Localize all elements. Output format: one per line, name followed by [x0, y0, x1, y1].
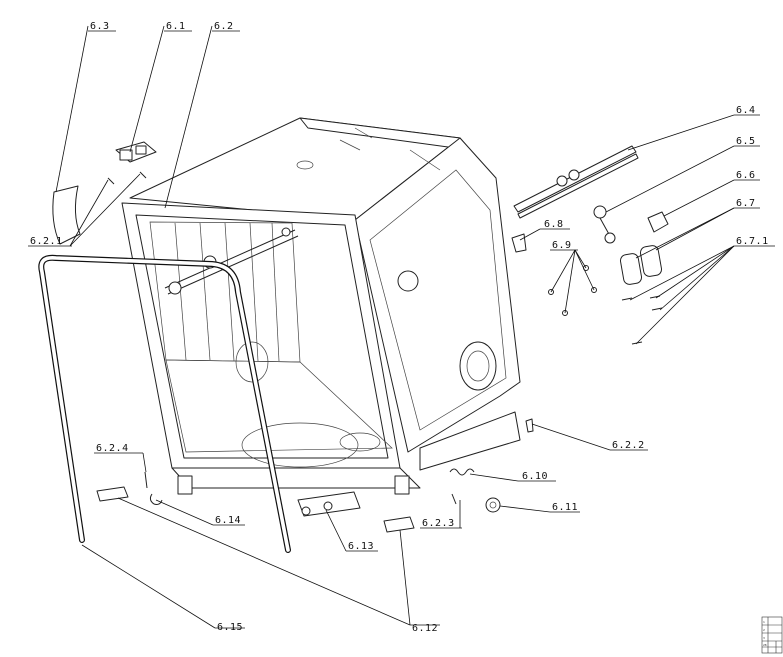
part-rail-6-4	[513, 145, 639, 219]
part-lock-6-1	[115, 141, 157, 163]
label-6-2-4: 6.2.4	[96, 443, 129, 454]
label-6-2-1: 6.2.1	[30, 236, 63, 247]
screw-6-2-1-a	[107, 177, 115, 185]
label-6-9: 6.9	[552, 240, 572, 251]
label-6-5: 6.5	[736, 136, 756, 147]
label-6-8: 6.8	[544, 219, 564, 230]
label-6-11: 6.11	[552, 502, 578, 513]
label-6-3: 6.3	[90, 21, 110, 32]
door-gasket	[38, 254, 291, 553]
screw-6-2-3	[451, 493, 457, 505]
nut-6-11	[485, 497, 501, 513]
title-block-row-1: 1	[763, 620, 765, 624]
title-block-row-4: 28	[763, 643, 767, 647]
part-labels: 6.3 6.1 6.2 6.2.1 6.4 6.5 6.6 6.7 6.7.1 …	[28, 21, 775, 634]
label-6-7: 6.7	[736, 198, 756, 209]
label-6-1: 6.1	[166, 21, 186, 32]
label-6-10: 6.10	[522, 471, 548, 482]
screw-6-2-1-b	[139, 171, 147, 179]
label-6-15: 6.15	[217, 622, 243, 633]
spring-6-10	[449, 468, 475, 476]
label-6-7-1: 6.7.1	[736, 236, 769, 247]
label-6-14: 6.14	[215, 515, 241, 526]
part-bracket-6-8	[511, 233, 527, 253]
part-cover-6-3	[52, 185, 81, 245]
title-block-row-3: 3	[763, 636, 765, 640]
part-plates-6-7	[619, 245, 663, 285]
pin-6-7-1-c	[651, 307, 663, 311]
label-6-2-3: 6.2.3	[422, 518, 455, 529]
label-6-2-2: 6.2.2	[612, 440, 645, 451]
screw-6-2-2	[525, 418, 534, 433]
leader-lines	[55, 25, 735, 629]
part-clip-6-6	[647, 211, 669, 233]
screw-6-2-4	[144, 471, 148, 489]
label-6-13: 6.13	[348, 541, 374, 552]
pin-6-7-1-a	[621, 297, 633, 301]
label-6-2: 6.2	[214, 21, 234, 32]
title-block-row-2: 2	[763, 628, 765, 632]
title-block: 1 2 3 28	[761, 616, 783, 654]
pad-6-12-right	[383, 516, 415, 533]
label-6-6: 6.6	[736, 170, 756, 181]
label-6-12: 6.12	[412, 623, 438, 634]
part-wheel-6-5	[593, 205, 616, 244]
label-6-4: 6.4	[736, 105, 756, 116]
pad-6-12-left	[96, 486, 129, 502]
clip-6-14	[149, 493, 163, 505]
tub-body	[121, 117, 521, 517]
